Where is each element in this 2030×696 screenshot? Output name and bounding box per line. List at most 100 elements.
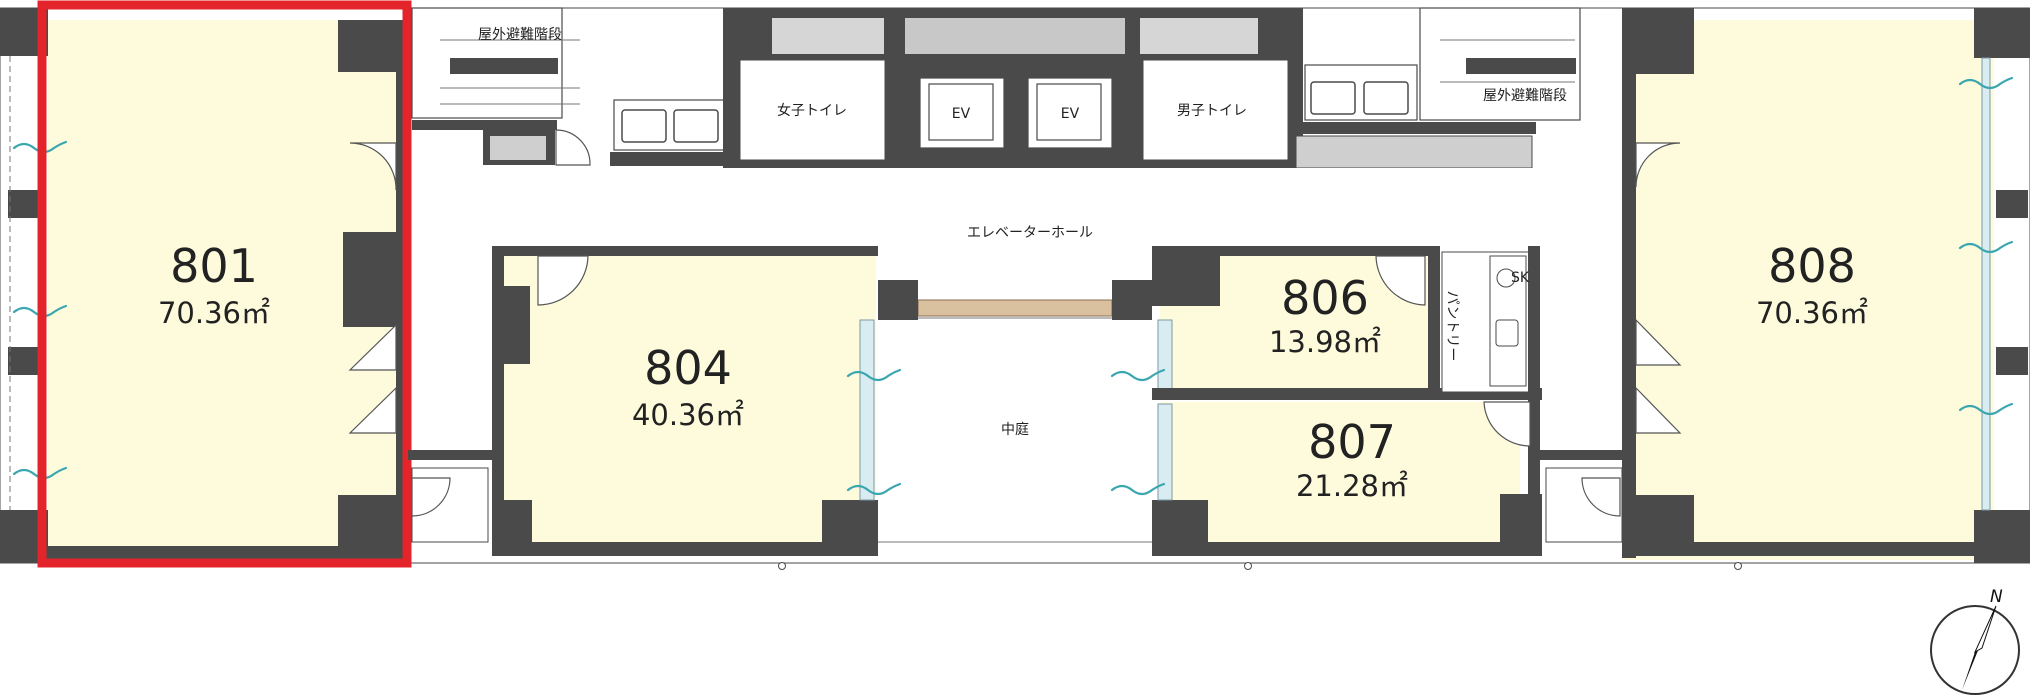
room-804-wind-2 xyxy=(846,482,902,496)
room-807-wind-1 xyxy=(1110,368,1166,382)
room-807-floor xyxy=(1160,402,1520,550)
room-804-wall-top xyxy=(492,246,878,256)
room-804-door xyxy=(537,255,589,306)
room-808-floor xyxy=(1624,20,1994,560)
room-807-wall-bottom xyxy=(1152,542,1542,556)
room-807-area: 21.28㎡ xyxy=(1296,469,1408,503)
core-left-bench-2 xyxy=(673,109,719,143)
room-804[interactable]: 804 40.36㎡ xyxy=(492,246,902,556)
room-806-area: 13.98㎡ xyxy=(1269,325,1381,359)
room-801-floor xyxy=(48,20,398,560)
compass-needle-light xyxy=(1973,605,1997,654)
room-801-wall-bottom xyxy=(48,546,408,560)
room-801-column-br xyxy=(338,495,396,547)
base-marker-2 xyxy=(1244,562,1252,570)
room-808-area: 70.36㎡ xyxy=(1756,296,1868,330)
stairs-right: 屋外避難階段 xyxy=(1419,7,1581,121)
room-801-area: 70.36㎡ xyxy=(158,296,270,330)
stairs-left-handrail xyxy=(450,58,558,74)
pantry-wall xyxy=(1528,246,1540,398)
compass-north-label: N xyxy=(1990,587,2003,607)
core-right-counter xyxy=(1295,135,1533,169)
courtyard-bench xyxy=(917,299,1113,317)
base-marker-3 xyxy=(1734,562,1742,570)
room-807-glass xyxy=(1157,403,1173,501)
room-801[interactable]: 801 70.36㎡ xyxy=(12,20,408,560)
room-808-wind-2 xyxy=(1958,240,2014,254)
room-801-door-2 xyxy=(348,323,397,371)
room-801-number: 801 xyxy=(170,239,258,293)
room-804-area: 40.36㎡ xyxy=(632,398,744,432)
room-808-col-mid-2 xyxy=(1996,347,2028,375)
compass-ring xyxy=(1930,605,2020,695)
core-left-wall-bottom xyxy=(610,152,728,166)
selected-room-highlight xyxy=(37,0,412,568)
room-808-door-3 xyxy=(1635,386,1682,434)
room-807-wall-right xyxy=(1528,400,1540,556)
corridor-left-low xyxy=(408,450,492,460)
toilet-women-label: 女子トイレ xyxy=(777,102,847,119)
courtyard-pillar-right xyxy=(1112,280,1152,320)
room-801-column-mid xyxy=(343,232,398,327)
room-808-door-2 xyxy=(1635,318,1682,366)
ev-1-label: EV xyxy=(952,106,971,122)
core-right-wall xyxy=(1292,122,1536,134)
room-808-wind-1 xyxy=(1958,76,2014,90)
room-804-column-l xyxy=(492,286,530,364)
room-801-door-3 xyxy=(348,386,397,434)
toilet-women xyxy=(739,59,886,161)
room-808-col-mid-1 xyxy=(1996,190,2028,218)
stairs-left-door xyxy=(555,129,591,166)
room-801-column-tr xyxy=(338,20,396,72)
room-808-wall-left xyxy=(1622,8,1636,558)
room-806-column xyxy=(1152,246,1220,306)
courtyard: 中庭 xyxy=(878,299,1152,558)
core-right-benches xyxy=(1304,64,1418,121)
sk-label: SK xyxy=(1511,270,1530,286)
toilet-women-top xyxy=(772,18,884,54)
courtyard-label: 中庭 xyxy=(1001,421,1029,438)
room-808-glass xyxy=(1981,57,1991,511)
room-806-door xyxy=(1375,255,1426,306)
core-right-bench-1 xyxy=(1310,81,1356,115)
courtyard-pillar-left xyxy=(878,280,918,320)
pantry-fridge xyxy=(1495,319,1519,347)
room-808-number: 808 xyxy=(1768,239,1856,293)
room-801-door-1 xyxy=(349,142,397,191)
base-marker-1 xyxy=(778,562,786,570)
room-807-wind-2 xyxy=(1110,482,1166,496)
room-808-column-tl xyxy=(1622,8,1694,74)
corridor-left-door xyxy=(411,477,451,517)
left-column-2 xyxy=(8,347,40,375)
ev-2-label: EV xyxy=(1061,106,1080,122)
courtyard-area xyxy=(878,318,1152,558)
room-806-wall-top xyxy=(1152,246,1438,256)
stairs-left: 屋外避難階段 xyxy=(411,7,580,130)
room-807-number: 807 xyxy=(1308,415,1396,469)
toilet-men-top xyxy=(1140,18,1258,54)
room-806[interactable]: 806 13.98㎡ xyxy=(1152,246,1542,400)
room-808-door-1 xyxy=(1635,142,1681,188)
room-804-number: 804 xyxy=(644,341,732,395)
room-804-wind-1 xyxy=(846,368,902,382)
ev-1-car xyxy=(928,83,994,141)
ev-shaft-top xyxy=(905,18,1125,54)
room-808[interactable]: 808 70.36㎡ xyxy=(1622,8,2030,563)
corridor-right-low xyxy=(1540,450,1626,460)
room-808-column-tr xyxy=(1974,8,2030,58)
core-left-bench-1 xyxy=(621,109,667,143)
stairs-right-handrail xyxy=(1466,58,1576,74)
ev-2-car xyxy=(1036,83,1102,141)
toilet-men xyxy=(1142,59,1289,161)
elevator-hall xyxy=(412,168,1622,246)
room-806-number: 806 xyxy=(1281,271,1369,325)
room-807[interactable]: 807 21.28㎡ xyxy=(1110,368,1542,556)
corridor-right-door xyxy=(1581,477,1621,517)
stairs-left-wall xyxy=(412,120,557,130)
left-column-1 xyxy=(8,190,40,218)
pantry-label: パントリー xyxy=(1444,291,1460,362)
room-808-wind-3 xyxy=(1958,402,2014,416)
core-right-bench-2 xyxy=(1363,81,1409,115)
room-806-glass xyxy=(1157,319,1173,391)
room-806-wall-right xyxy=(1428,246,1440,396)
